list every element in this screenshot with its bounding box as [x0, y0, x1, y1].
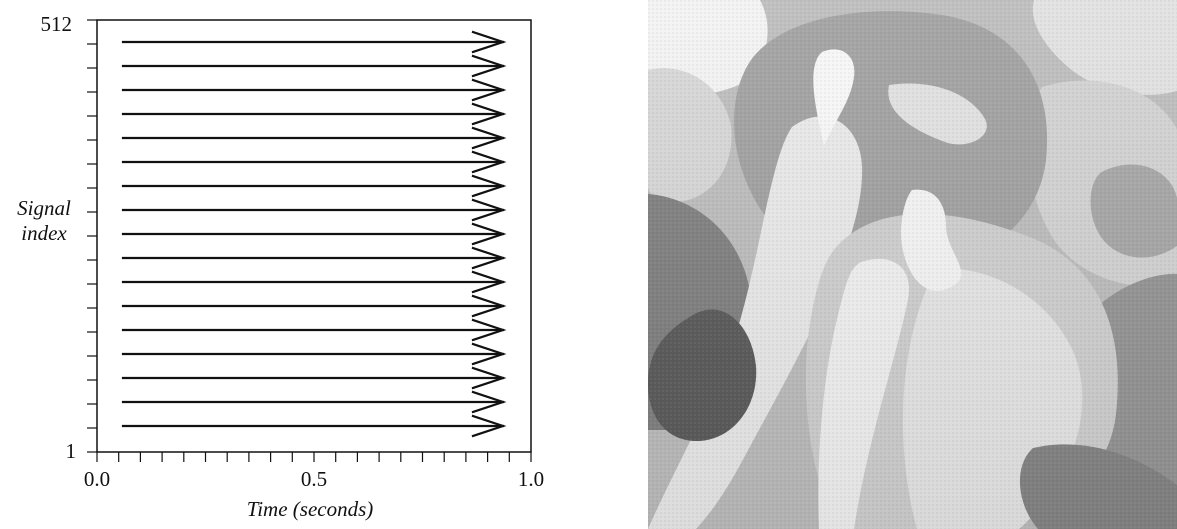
scan-arrow	[123, 392, 503, 412]
scan-arrow	[123, 272, 503, 292]
scan-arrow	[123, 416, 503, 436]
x-tick-label-start: 0.0	[84, 467, 110, 491]
x-tick-label-middle: 0.5	[301, 467, 327, 491]
scan-arrow	[123, 152, 503, 172]
scan-arrow	[123, 200, 503, 220]
scan-arrow	[123, 344, 503, 364]
y-axis-title-line1: Signal	[0, 196, 88, 221]
y-tick-label-bottom: 1	[66, 439, 77, 463]
scan-arrow	[123, 32, 503, 52]
x-axis-ticks	[97, 452, 531, 462]
scan-arrow	[123, 128, 503, 148]
y-axis-title-line2: index	[0, 221, 88, 246]
x-tick-label-end: 1.0	[518, 467, 544, 491]
plot-frame	[97, 20, 531, 452]
scan-arrow	[123, 104, 503, 124]
scan-arrow	[123, 80, 503, 100]
scan-arrow	[123, 320, 503, 340]
scan-arrow-group	[123, 32, 503, 436]
raster-scan-diagram: 512 1 0.0 0.5 1.0	[0, 0, 610, 529]
scan-arrow	[123, 224, 503, 244]
peppers-photo	[648, 0, 1177, 529]
photo-tone-overlay	[648, 0, 1177, 529]
scan-arrow	[123, 248, 503, 268]
y-axis-ticks	[87, 20, 97, 452]
scan-arrow	[123, 296, 503, 316]
scan-arrow	[123, 56, 503, 76]
x-axis-title: Time (seconds)	[190, 497, 430, 521]
scan-arrow	[123, 368, 503, 388]
y-tick-label-top: 512	[41, 12, 73, 36]
scan-arrow	[123, 176, 503, 196]
y-axis-title: Signal index	[0, 196, 88, 246]
